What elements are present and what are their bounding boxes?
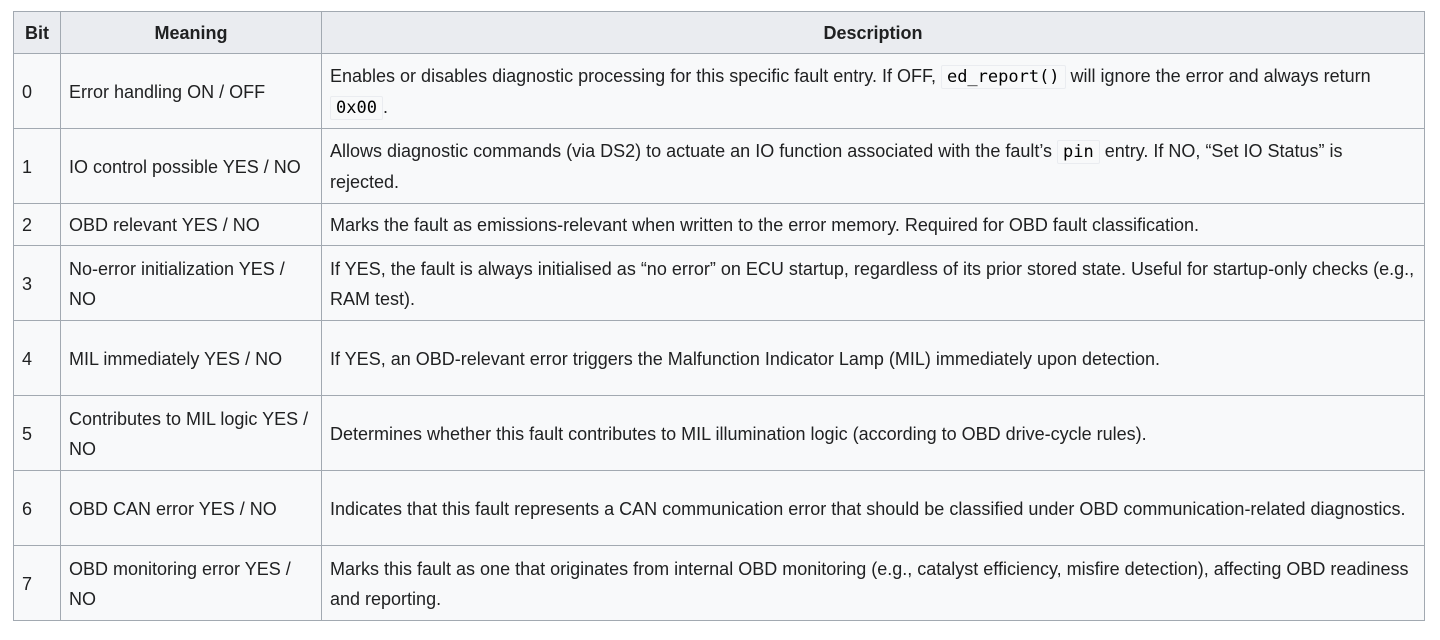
header-row: Bit Meaning Description — [13, 11, 1425, 54]
table-row: 1 IO control possible YES / NO Allows di… — [13, 128, 1425, 204]
bit-cell: 4 — [13, 320, 61, 396]
description-text: . — [382, 96, 388, 117]
description-cell: Enables or disables diagnostic processin… — [321, 53, 1425, 129]
description-cell: Marks the fault as emissions-relevant wh… — [321, 203, 1425, 246]
code-0x00: 0x00 — [330, 95, 383, 120]
table-row: 4 MIL immediately YES / NO If YES, an OB… — [13, 320, 1425, 396]
table-row: 7 OBD monitoring error YES / NO Marks th… — [13, 545, 1425, 621]
table-row: 3 No-error initialization YES / NO If YE… — [13, 245, 1425, 321]
meaning-cell: Error handling ON / OFF — [60, 53, 322, 129]
description-text: will ignore the error and always return — [1065, 65, 1371, 86]
meaning-cell: OBD relevant YES / NO — [60, 203, 322, 246]
description-text: Allows diagnostic commands (via DS2) to … — [330, 141, 1058, 161]
description-cell: Indicates that this fault represents a C… — [321, 470, 1425, 546]
bit-cell: 1 — [13, 128, 61, 204]
description-cell: Allows diagnostic commands (via DS2) to … — [321, 128, 1425, 204]
meaning-cell: No-error initialization YES / NO — [60, 245, 322, 321]
description-text: Enables or disables diagnostic processin… — [330, 65, 941, 86]
meaning-cell: IO control possible YES / NO — [60, 128, 322, 204]
header-bit: Bit — [13, 11, 61, 54]
bit-cell: 5 — [13, 395, 61, 471]
meaning-cell: MIL immediately YES / NO — [60, 320, 322, 396]
meaning-cell: Contributes to MIL logic YES / NO — [60, 395, 322, 471]
table-row: 0 Error handling ON / OFF Enables or dis… — [13, 53, 1425, 129]
code-pin: pin — [1057, 140, 1100, 164]
bit-cell: 2 — [13, 203, 61, 246]
code-ed-report: ed_report() — [940, 64, 1066, 89]
bit-cell: 3 — [13, 245, 61, 321]
bit-cell: 6 — [13, 470, 61, 546]
description-cell: If YES, an OBD-relevant error triggers t… — [321, 320, 1425, 396]
bit-cell: 0 — [13, 53, 61, 129]
table-row: 6 OBD CAN error YES / NO Indicates that … — [13, 470, 1425, 546]
header-description: Description — [321, 11, 1425, 54]
fault-bits-table: Bit Meaning Description 0 Error handling… — [13, 11, 1425, 621]
description-cell: Marks this fault as one that originates … — [321, 545, 1425, 621]
description-cell: If YES, the fault is always initialised … — [321, 245, 1425, 321]
table-row: 5 Contributes to MIL logic YES / NO Dete… — [13, 395, 1425, 471]
description-cell: Determines whether this fault contribute… — [321, 395, 1425, 471]
table-row: 2 OBD relevant YES / NO Marks the fault … — [13, 203, 1425, 246]
meaning-cell: OBD monitoring error YES / NO — [60, 545, 322, 621]
meaning-cell: OBD CAN error YES / NO — [60, 470, 322, 546]
description-text: entry. If NO, “Set IO Status” is rejecte… — [330, 141, 1343, 192]
header-meaning: Meaning — [60, 11, 322, 54]
bit-cell: 7 — [13, 545, 61, 621]
